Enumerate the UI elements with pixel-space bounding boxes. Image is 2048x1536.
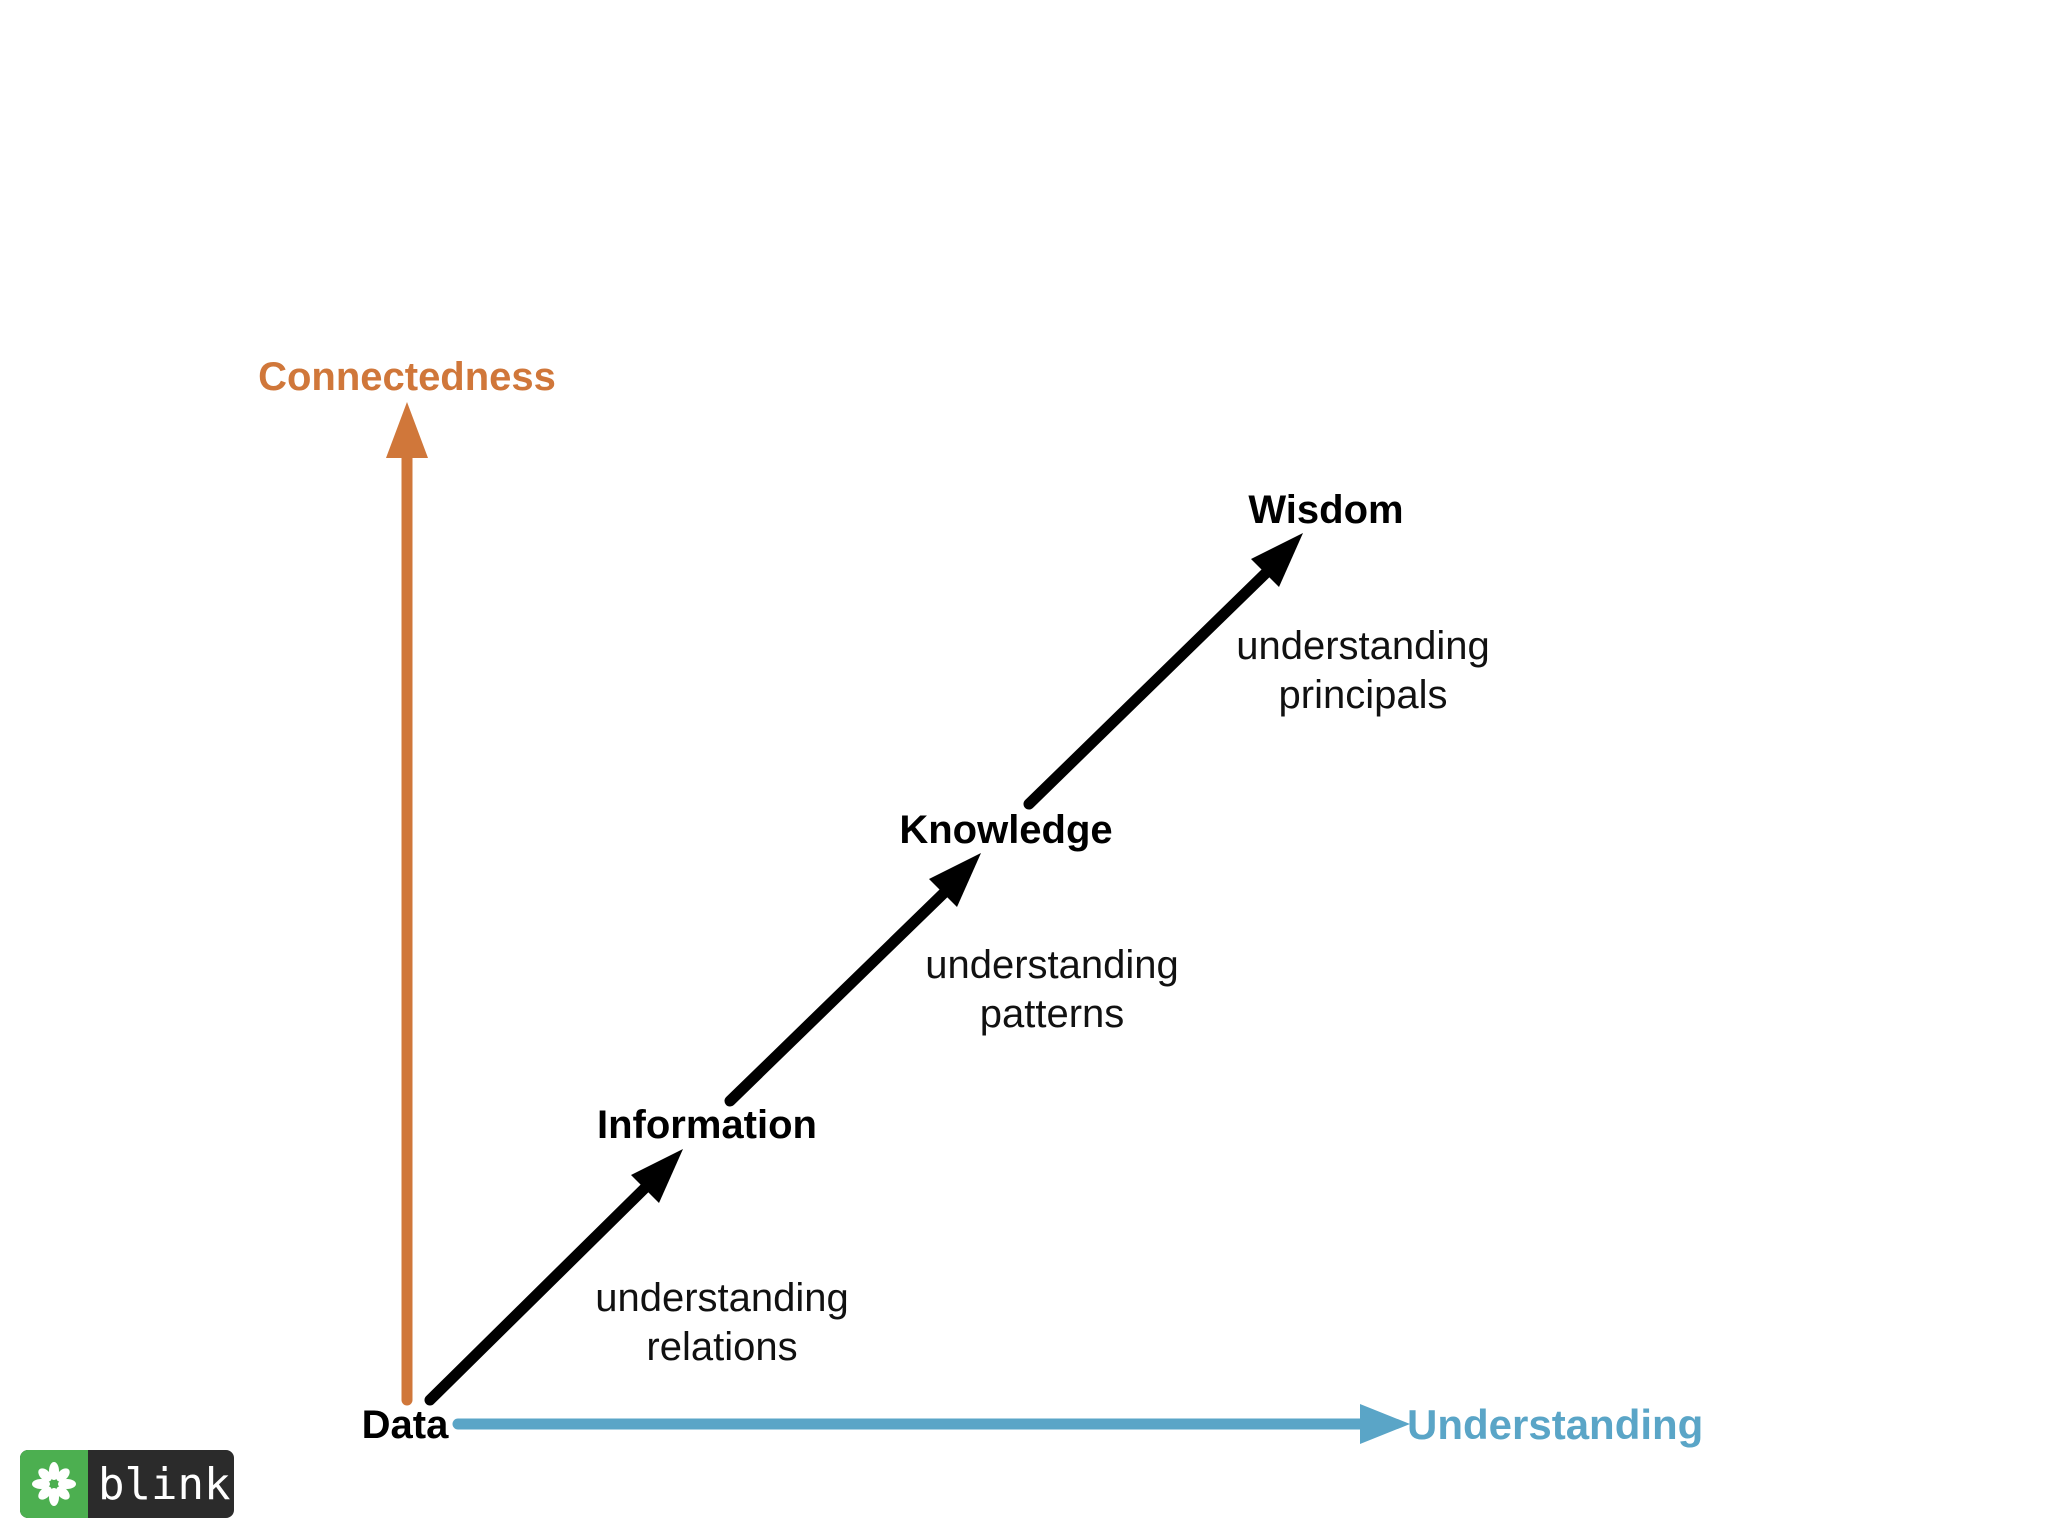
asterisk-flower-icon (32, 1462, 76, 1506)
transition-relations-line1: understanding (595, 1276, 849, 1320)
transition-patterns-line1: understanding (925, 943, 1179, 987)
arrow-knowledge-to-wisdom (1023, 533, 1303, 810)
connectedness-label: Connectedness (258, 355, 556, 399)
arrow-information-to-knowledge (724, 853, 981, 1107)
connectedness-arrowhead (386, 402, 428, 458)
stage-wisdom: Wisdom (1248, 488, 1403, 532)
blink-logo: blink (20, 1450, 234, 1518)
transition-principals-line1: understanding (1236, 624, 1490, 668)
transition-patterns: understanding patterns (925, 943, 1179, 1036)
stage-knowledge: Knowledge (899, 808, 1112, 852)
stage-information: Information (597, 1103, 817, 1147)
stage-data: Data (362, 1403, 449, 1447)
transition-relations: understanding relations (595, 1276, 849, 1369)
connectedness-axis (386, 402, 428, 1406)
understanding-label: Understanding (1407, 1401, 1703, 1448)
blink-logo-text: blink (98, 1459, 230, 1510)
transition-principals: understanding principals (1236, 624, 1490, 717)
understanding-axis (452, 1404, 1410, 1444)
transition-relations-line2: relations (646, 1325, 797, 1369)
transition-principals-line2: principals (1279, 673, 1448, 717)
understanding-arrowhead (1360, 1404, 1410, 1444)
arrow-data-to-information (424, 1149, 683, 1406)
transition-patterns-line2: patterns (980, 992, 1125, 1036)
